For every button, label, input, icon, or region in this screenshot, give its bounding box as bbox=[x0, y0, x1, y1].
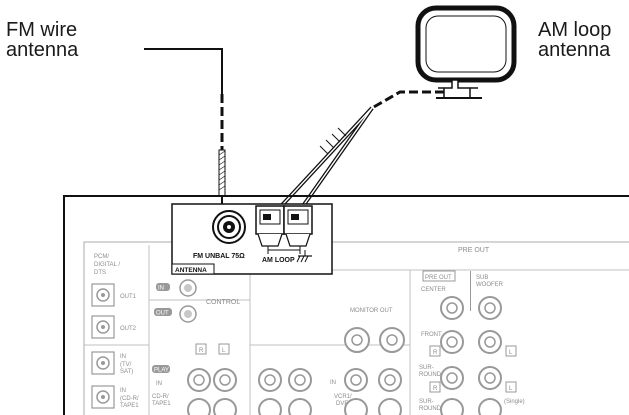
am-lead-wires bbox=[270, 90, 444, 218]
surround-label-1: SUR- bbox=[419, 365, 434, 371]
vcr1-label: VCR1/ bbox=[334, 394, 352, 400]
pcm-label: PCM/ bbox=[94, 254, 109, 260]
audio-in-label: IN bbox=[156, 381, 162, 387]
play-tag: PLAY bbox=[154, 368, 169, 374]
digital-audio-section: PCM/ DIGITAL / DTS OUT1 OUT2 IN (TV/ SAT… bbox=[91, 254, 139, 409]
front-r-label: R bbox=[433, 350, 438, 356]
surround-label-2: ROUND bbox=[419, 372, 442, 378]
digital-label: DIGITAL / bbox=[94, 262, 120, 268]
surround-back-label-1: SUR- bbox=[419, 399, 434, 405]
surround-back-label-2: ROUND bbox=[419, 406, 442, 412]
monitor-out-label: MONITOR OUT bbox=[350, 308, 393, 314]
receiver-rear-panel bbox=[63, 195, 629, 415]
fm-terminal-label: FM UNBAL 75Ω bbox=[193, 253, 245, 260]
video-section: MONITOR OUT IN VCR1/ DVR bbox=[258, 308, 405, 415]
cd-line2: TAPE1 bbox=[120, 403, 139, 409]
fm-label-line1: FM wire bbox=[6, 19, 77, 41]
cd-line1: (CD-R/ bbox=[120, 396, 139, 402]
am-terminal-label: AM LOOP bbox=[262, 257, 295, 264]
dvr-label: DVR bbox=[336, 401, 349, 407]
pre-out-section: PRE OUT PRE OUT CENTER SUB WOOFER FRONT … bbox=[419, 243, 525, 415]
fm-wire-antenna bbox=[144, 48, 226, 218]
control-out-tag: OUT bbox=[156, 311, 169, 317]
surround-l-label: L bbox=[509, 386, 513, 392]
vcr-in-label: IN bbox=[330, 380, 336, 386]
dts-label: DTS bbox=[94, 270, 106, 276]
am-label-line2: antenna bbox=[538, 39, 611, 61]
pre-out-box-label: PRE OUT bbox=[425, 275, 452, 281]
sub-label: SUB bbox=[476, 275, 488, 281]
in-cd-label: IN bbox=[120, 388, 126, 394]
tv-sat-line1: (TV/ bbox=[120, 362, 132, 368]
single-label: (Single) bbox=[504, 399, 525, 405]
fm-label-line2: antenna bbox=[6, 39, 79, 61]
audio-in-section: R L PLAY IN CD-R/ TAPE1 bbox=[152, 343, 237, 415]
antenna-section-label: ANTENNA bbox=[175, 267, 207, 274]
control-in-tag: IN bbox=[158, 286, 164, 292]
am-terminals bbox=[255, 205, 313, 254]
r-label: R bbox=[199, 348, 204, 354]
fm-connector bbox=[212, 210, 246, 244]
in-tv-label: IN bbox=[120, 354, 126, 360]
cdr-label: CD-R/ bbox=[152, 394, 169, 400]
control-section: IN OUT CONTROL bbox=[154, 279, 240, 323]
l-label: L bbox=[222, 348, 226, 354]
ground-symbol-icon bbox=[296, 250, 312, 263]
front-label: FRONT bbox=[421, 332, 442, 338]
am-label-line1: AM loop bbox=[538, 19, 611, 41]
woofer-label: WOOFER bbox=[476, 282, 504, 288]
center-label: CENTER bbox=[421, 287, 446, 293]
tape1-label: TAPE1 bbox=[152, 401, 171, 407]
tv-sat-line2: SAT) bbox=[120, 369, 133, 375]
front-l-label: L bbox=[509, 350, 513, 356]
pre-out-heading: PRE OUT bbox=[458, 247, 490, 254]
out1-label: OUT1 bbox=[120, 294, 137, 300]
antenna-terminal-box: ANTENNA FM UNBAL 75Ω AM LOOP bbox=[171, 203, 333, 275]
out2-label: OUT2 bbox=[120, 326, 137, 332]
am-loop-antenna bbox=[415, 5, 517, 99]
control-label: CONTROL bbox=[206, 299, 240, 306]
surround-r-label: R bbox=[433, 386, 438, 392]
